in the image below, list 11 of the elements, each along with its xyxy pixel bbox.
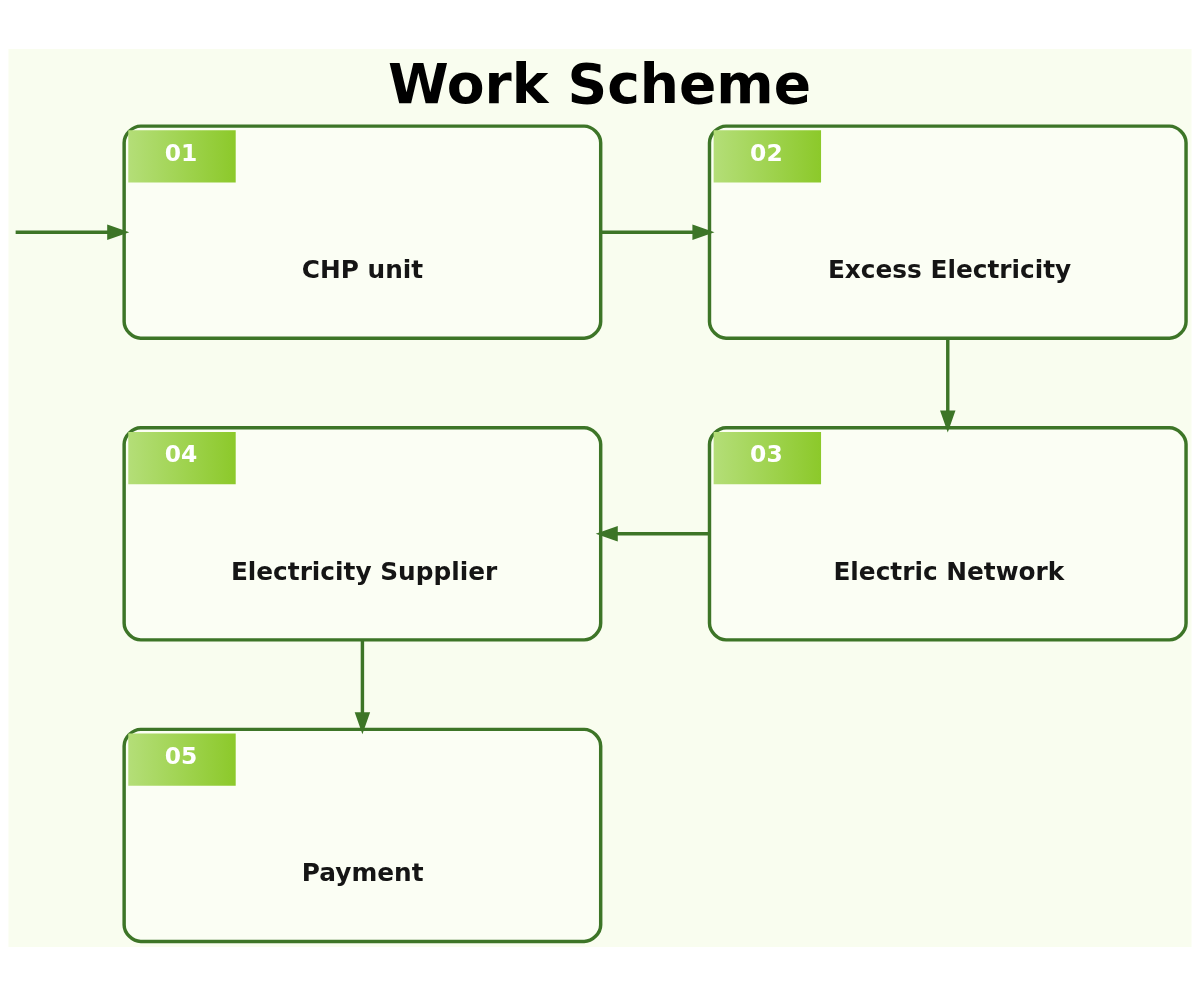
node-box: 03 Electric Network: [707, 425, 1188, 642]
diagram-title: Work Scheme: [387, 51, 812, 116]
arrow: [15, 223, 130, 240]
node-box: 02 Excess Electricity: [707, 123, 1188, 340]
arrow: [940, 338, 956, 433]
arrow: [600, 223, 715, 240]
node-box: 04 Electricity Supplier: [122, 425, 603, 642]
arrow: [354, 639, 371, 734]
node-box: 05 Payment: [122, 727, 603, 943]
arrow: [595, 525, 710, 542]
node-box: 01 CHP unit: [122, 123, 603, 340]
